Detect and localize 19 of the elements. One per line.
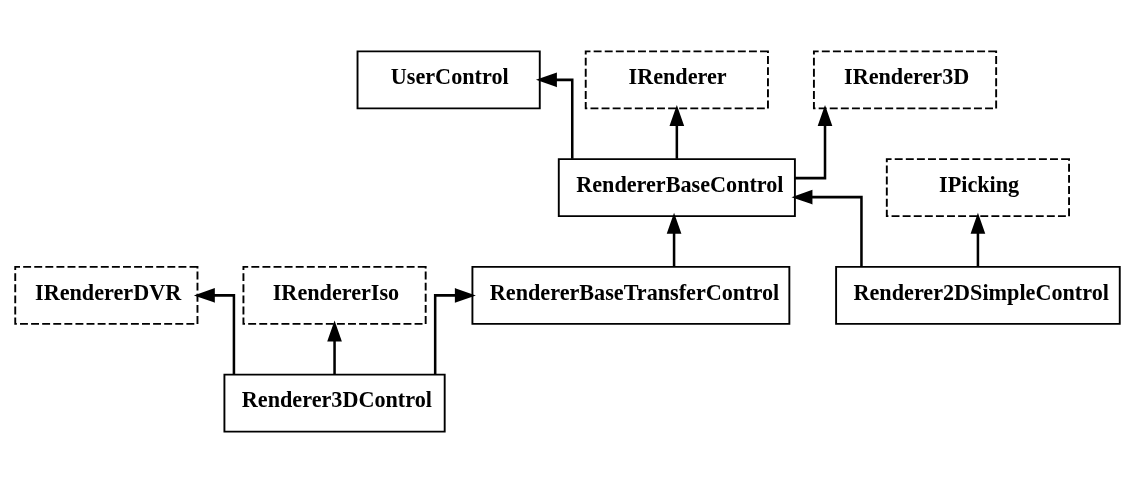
node-box: IRenderer [584,50,769,110]
arrow [193,288,236,375]
arrow [669,104,685,159]
node-box: IRendererIso [242,265,427,325]
node-box: IRenderer3D [812,50,998,110]
arrow [666,212,682,267]
node-box: UserControl [356,50,541,110]
arrow [433,288,476,375]
node-box: Renderer2DSimpleControl [835,265,1121,325]
arrow [791,189,863,267]
arrow [535,72,574,159]
node-box: IPicking [885,158,1070,218]
node-box: RendererBaseTransferControl [471,265,791,325]
arrow [795,104,833,180]
arrow [327,320,342,375]
node-box: Renderer3DControl [223,373,446,433]
node-box: RendererBaseControl [557,158,796,218]
node-box: IRendererDVR [14,265,199,325]
arrow [970,212,986,267]
